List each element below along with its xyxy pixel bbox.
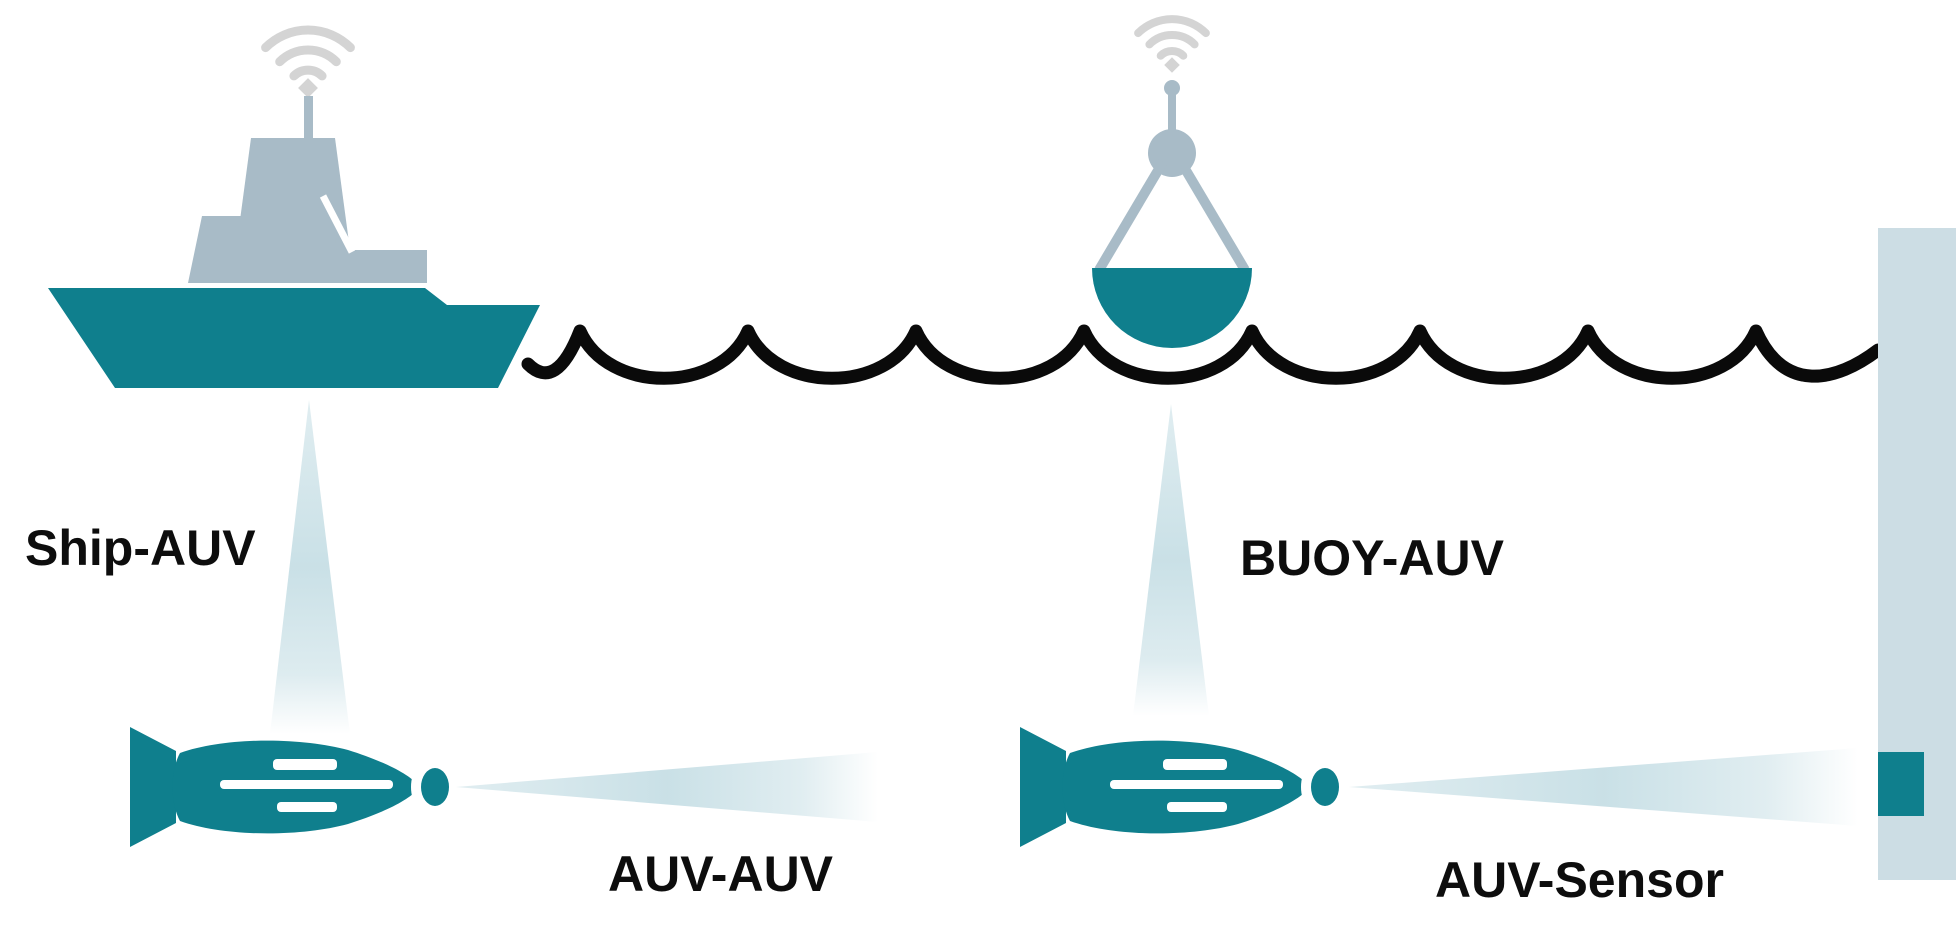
acoustic-beam-buoy-auv — [1133, 404, 1209, 716]
acoustic-beam-auv-auv — [456, 752, 878, 822]
buoy-icon — [1092, 15, 1252, 348]
buoy-antenna-tip — [1164, 80, 1180, 96]
acoustic-beam-ship-auv — [270, 400, 350, 734]
buoy-leg-left — [1094, 159, 1168, 273]
label-buoy-auv: BUOY-AUV — [1240, 530, 1504, 586]
label-auv-auv: AUV-AUV — [608, 846, 834, 902]
buoy-hull — [1092, 268, 1252, 348]
label-auv-sensor: AUV-Sensor — [1435, 852, 1724, 908]
wifi-icon — [261, 25, 355, 98]
water-surface-wave — [521, 324, 1885, 385]
ship-icon — [48, 25, 540, 388]
ship-deck — [188, 216, 427, 283]
buoy-antenna-mast — [1168, 93, 1176, 150]
ship-hull — [48, 288, 540, 388]
acoustic-beam-auv-sensor — [1349, 748, 1858, 826]
wifi-icon — [1134, 15, 1210, 73]
ship-mast — [304, 96, 313, 142]
buoy-leg-right — [1176, 159, 1250, 273]
auv-icon-left — [130, 727, 450, 847]
sensor-node — [1878, 752, 1924, 816]
ship-deck-notch — [319, 194, 356, 254]
auv-icon-right — [1020, 727, 1340, 847]
label-ship-auv: Ship-AUV — [25, 520, 256, 576]
